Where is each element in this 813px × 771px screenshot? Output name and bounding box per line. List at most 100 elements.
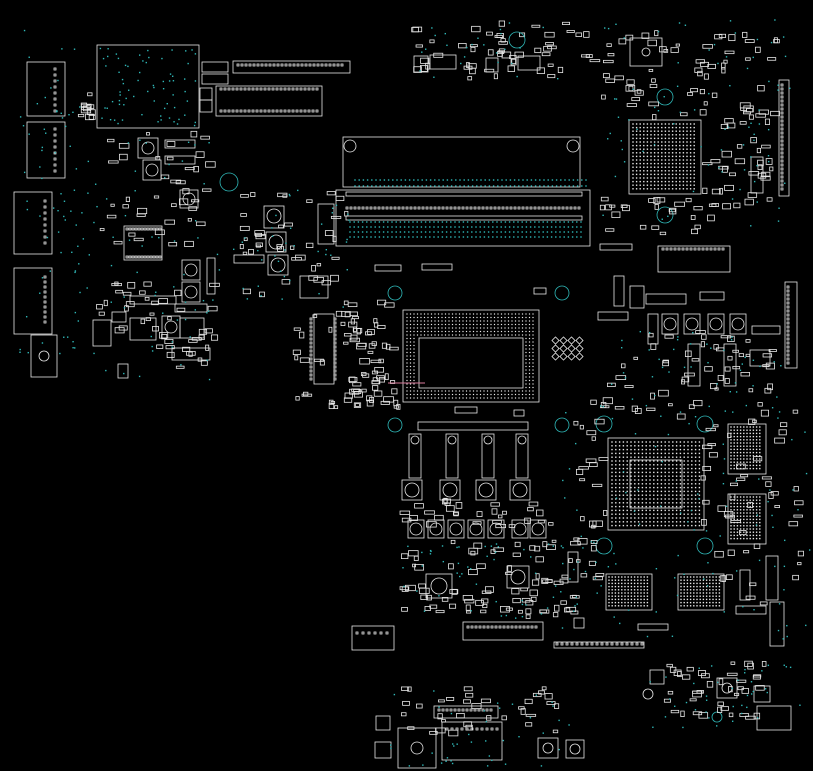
dimm-contact (525, 206, 529, 210)
passive-component (306, 199, 313, 203)
passive-component (730, 482, 738, 487)
passive-component (348, 321, 358, 328)
passive-component (609, 204, 616, 208)
bga-ball (733, 502, 735, 505)
bga-ball (413, 390, 415, 392)
test-point (633, 510, 636, 512)
dimm-pin (455, 179, 457, 181)
bga-ball (622, 509, 625, 512)
bga-ball (672, 505, 674, 508)
bga-ball (643, 148, 645, 150)
dimm-pin (442, 185, 444, 187)
passive-component (537, 519, 545, 524)
passive-component (695, 59, 705, 64)
bga-ball (660, 456, 663, 458)
passive-component (654, 204, 659, 210)
inductor (181, 281, 201, 303)
test-point (152, 84, 155, 87)
bga-ball (406, 362, 408, 364)
dimm-pin (454, 221, 456, 223)
bga-ball (687, 445, 689, 447)
bga-ball (476, 313, 478, 315)
bga-ball (661, 166, 663, 168)
bga-ball (743, 499, 745, 501)
passive-component (666, 663, 673, 668)
passive-component (356, 328, 362, 335)
test-point (651, 376, 654, 378)
bga-ball (752, 435, 755, 438)
dimm-pin (534, 179, 537, 181)
connector-pin (259, 87, 263, 91)
test-point (646, 635, 649, 638)
dimm-pin (487, 226, 490, 228)
passive-component (476, 511, 483, 517)
bga-ball (656, 441, 659, 443)
bga-ball (532, 390, 534, 392)
bga-ball (660, 509, 663, 512)
passive-component (487, 49, 494, 56)
passive-component (541, 686, 547, 691)
passive-component (699, 89, 705, 95)
bga-ball (434, 390, 436, 392)
bga-ball (682, 155, 685, 158)
bga-ball (715, 582, 717, 585)
bga-ball (657, 155, 659, 158)
dimm-contact (485, 206, 489, 210)
passive-component (648, 101, 659, 107)
bga-ball (702, 601, 705, 604)
bga-ball (698, 441, 701, 443)
test-point (161, 57, 163, 60)
connector-pin (268, 63, 272, 67)
bga-ball (698, 460, 701, 462)
passive-component (753, 543, 761, 549)
bga-ball (630, 452, 632, 455)
passive-component (462, 595, 473, 601)
passive-component (702, 499, 710, 505)
test-point (183, 78, 186, 80)
passive-component (670, 709, 680, 714)
bga-ball (749, 442, 751, 444)
ic-pin (131, 227, 135, 231)
dimm-pin (420, 221, 423, 223)
test-point (441, 545, 444, 547)
test-point (732, 705, 734, 708)
bga-ball (640, 589, 642, 591)
bga-ball (693, 188, 695, 190)
test-point (791, 438, 793, 441)
test-point (767, 128, 770, 131)
pad (483, 435, 493, 445)
bga-ball (693, 155, 695, 158)
passive-component (606, 43, 612, 47)
test-point (727, 126, 730, 128)
bga-ball (683, 585, 685, 588)
test-point (94, 183, 97, 185)
test-point (180, 364, 182, 366)
dimm-pin (438, 185, 440, 187)
bga-ball (691, 441, 693, 443)
connector-pin (780, 135, 784, 139)
bga-ball (682, 170, 685, 172)
connector-pin (437, 708, 441, 712)
ic (716, 677, 738, 699)
test-point (279, 270, 282, 272)
dimm-pin (571, 226, 574, 228)
test-point (191, 49, 193, 51)
bga-ball (622, 445, 625, 447)
connector-pin (489, 708, 493, 712)
passive-component (552, 612, 559, 618)
dimm-pin (513, 236, 515, 238)
bga-ball (649, 479, 651, 481)
dimm-contact (573, 206, 577, 210)
passive-component (756, 147, 762, 154)
bga-ball (525, 348, 527, 350)
passive-component (292, 349, 301, 355)
passive-component (424, 510, 435, 515)
test-point (657, 109, 660, 112)
bga-ball (675, 173, 677, 176)
bga-ball (532, 362, 534, 364)
bga-ball (682, 130, 685, 132)
bga-ball (733, 537, 735, 540)
ic-pin (333, 369, 337, 373)
